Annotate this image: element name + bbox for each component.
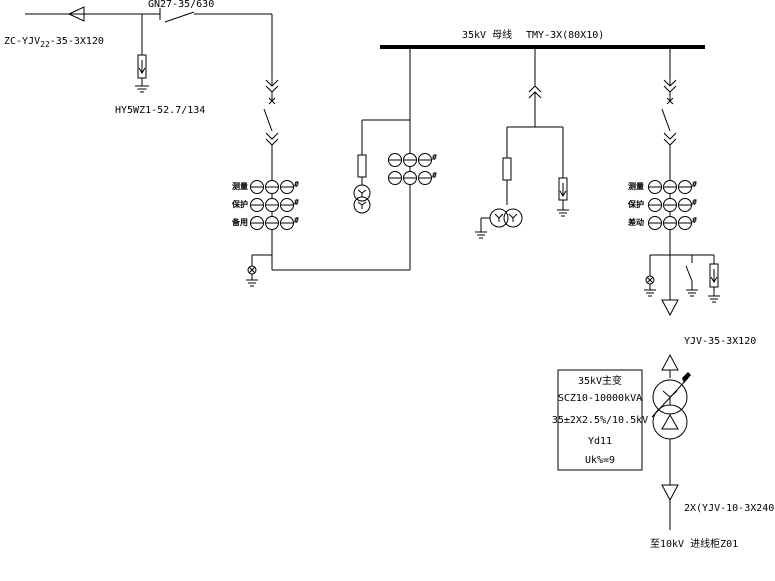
meter-protect-label: 保护 <box>627 199 644 209</box>
transformer-model: SCZ10-10000kVA <box>558 393 642 404</box>
ct-mark: # <box>294 198 299 207</box>
ct-mark: # <box>692 180 697 189</box>
feeder-branch-right <box>644 254 720 303</box>
transformer-ratio: 35±2X2.5%/10.5kV <box>552 415 648 426</box>
station-transformer <box>353 154 371 214</box>
incoming-line <box>25 6 273 86</box>
main-transformer-circuit <box>651 299 691 530</box>
incoming-cable-label: ZC-YJV22-35-3X120 <box>4 36 104 49</box>
transformer-vector-group: Yd11 <box>588 436 612 447</box>
meter-spare-label: 备用 <box>231 217 248 227</box>
surge-arrester-incoming <box>135 14 149 93</box>
ct-group-right <box>648 180 692 230</box>
arrester-label: HY5WZ1-52.7/134 <box>115 105 205 116</box>
transformer-impedance: Uk%=9 <box>585 455 615 466</box>
ct-mark: # <box>692 216 697 225</box>
meter-diff-label: 差动 <box>627 217 644 227</box>
ct-mark: # <box>432 171 437 180</box>
meter-protect-label: 保护 <box>231 199 248 209</box>
ct-mark: # <box>432 153 437 162</box>
cable-out-label: YJV-35-3X120 <box>684 336 756 347</box>
ct-mark: # <box>692 198 697 207</box>
ct-mark: # <box>294 180 299 189</box>
transformer-info-box: 35kV主变 SCZ10-10000kVA 35±2X2.5%/10.5kV Y… <box>552 369 648 471</box>
incoming-breaker <box>263 79 279 270</box>
bus-conductor-label: TMY-3X(80X10) <box>526 30 604 41</box>
bus-voltage-label: 35kV 母线 <box>462 28 512 41</box>
low-voltage-cable-label: 2X(YJV-10-3X240) <box>684 503 775 514</box>
grounding-indicator-left <box>246 254 272 287</box>
transformer-title: 35kV主变 <box>578 374 622 387</box>
destination-label: 至10kV 进线柜Z01 <box>650 537 738 550</box>
ct-group-left <box>250 180 294 230</box>
meter-measure-label: 测量 <box>628 181 644 191</box>
disconnector-label: GN27-35/630 <box>148 0 214 10</box>
ct-mark: # <box>294 216 299 225</box>
meter-measure-label: 测量 <box>232 181 248 191</box>
pt-cabinet <box>475 47 569 239</box>
transformer-feeder <box>661 47 677 300</box>
